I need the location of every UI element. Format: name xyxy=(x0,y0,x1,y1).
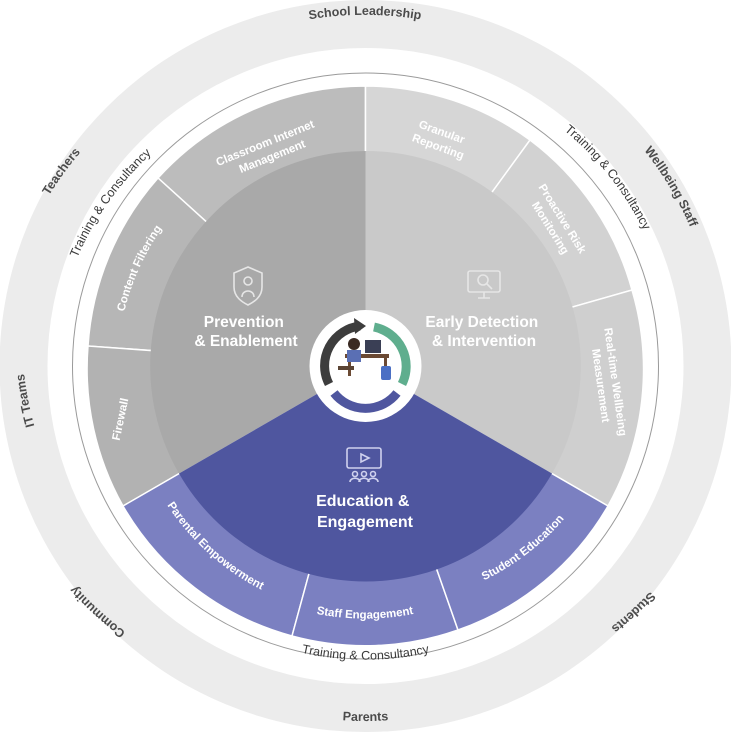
student-at-desk-icon xyxy=(338,338,391,380)
shield-person-icon xyxy=(233,266,263,306)
pillar-detection-area xyxy=(365,150,581,474)
cycle-arrows-icon xyxy=(320,318,411,413)
presentation-people-icon xyxy=(346,447,382,483)
segment-label-staff: Staff Engagement xyxy=(316,605,415,622)
pillar-prevention-label: Prevention & Enablement xyxy=(194,314,297,350)
pillar-detection-label: Early Detection & Intervention xyxy=(425,314,542,350)
training-ring-line xyxy=(72,72,659,660)
pillar-education-label: Education & Engagement xyxy=(316,493,414,531)
stakeholder-parents: Parents xyxy=(342,709,388,724)
pillar-education-area xyxy=(179,366,552,582)
pillar-prevention-area xyxy=(150,150,366,474)
training-label-bottom: Training & Consultancy xyxy=(301,642,431,663)
monitor-search-icon xyxy=(467,270,501,299)
stakeholder-school-leadership: School Leadership xyxy=(308,4,423,23)
